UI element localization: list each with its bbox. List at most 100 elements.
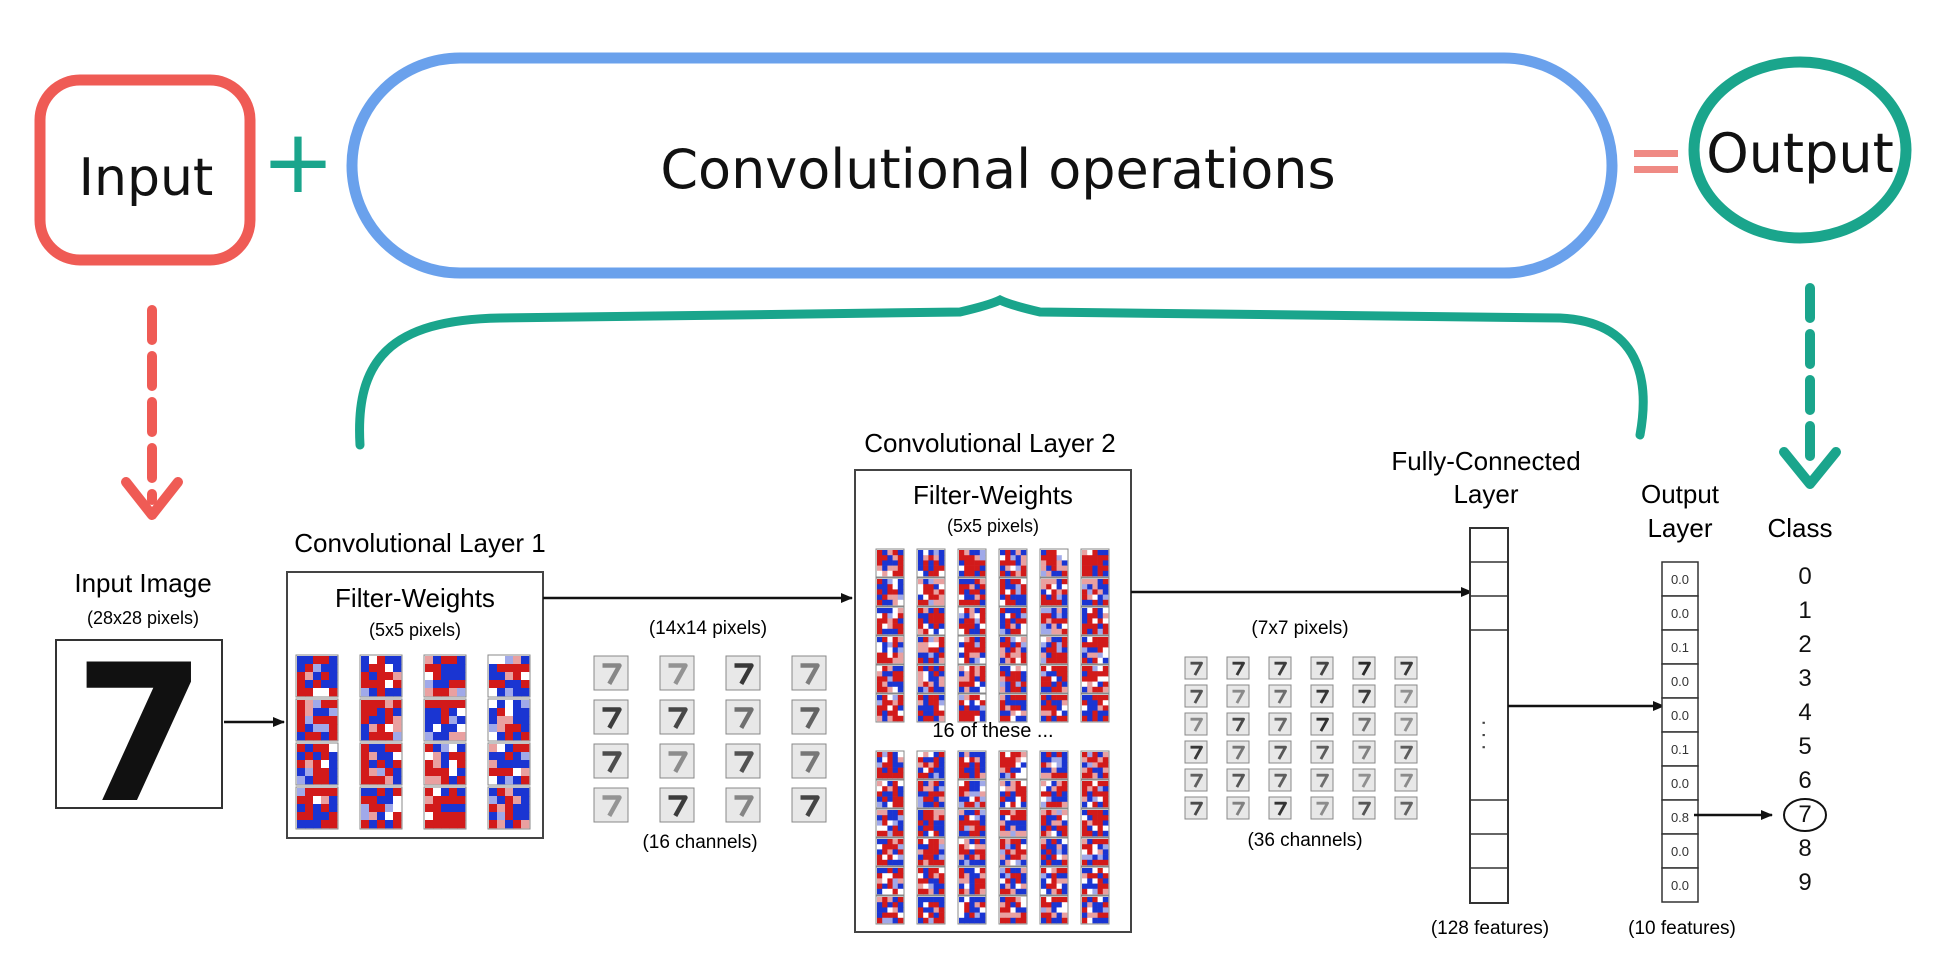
conv2-feature-map: [1352, 656, 1376, 680]
conv2-filter: [1080, 750, 1110, 780]
conv2-filter: [1039, 664, 1069, 694]
conv2-feature-map: [1394, 796, 1418, 820]
conv1-feature-map: [659, 787, 695, 823]
conv1-feature-map: [593, 699, 629, 735]
output-value: 0.0: [1671, 878, 1689, 893]
conv2-filter: [1080, 664, 1110, 694]
output-cell: [1661, 799, 1699, 835]
conv2-filter: [916, 779, 946, 809]
conv2-filter: [1039, 635, 1069, 665]
conv2-feature-map: [1184, 740, 1208, 764]
conv1-filter-size: (5x5 pixels): [369, 620, 461, 640]
output-value: 0.0: [1671, 674, 1689, 689]
conv1-feature-map: [791, 743, 827, 779]
conv-brace: [355, 294, 1648, 450]
conv1-out-size: (14x14 pixels): [649, 618, 767, 639]
conv2-filter: [916, 635, 946, 665]
conv2-feature-map: [1184, 656, 1208, 680]
conv2-feature-map: [1394, 684, 1418, 708]
predicted-class-circle: [1783, 798, 1827, 832]
conv2-filter: [875, 577, 905, 607]
conv2-filter: [916, 548, 946, 578]
conv2-feature-map: [1226, 656, 1250, 680]
conv1-filter: [295, 786, 339, 830]
fc-features: (128 features): [1431, 918, 1549, 939]
conv2-filter: [1080, 866, 1110, 896]
conv1-filter-title: Filter-Weights: [335, 583, 495, 613]
conv2-filter: [875, 866, 905, 896]
conv2-feature-map: [1226, 684, 1250, 708]
output-value-column: 0.00.00.10.00.00.10.00.80.00.0: [1661, 561, 1699, 903]
conv2-feature-map: [1310, 740, 1334, 764]
conv1-filter: [423, 698, 467, 742]
conv2-feature-map: [1226, 712, 1250, 736]
conv1-filter-grid: [295, 654, 531, 830]
conv2-filter: [998, 548, 1028, 578]
conv1-channels: (16 channels): [642, 832, 757, 853]
conv2-feature-map: [1352, 712, 1376, 736]
conv2-feature-map: [1226, 740, 1250, 764]
equals-sign: [1634, 150, 1678, 173]
conv2-filter: [957, 635, 987, 665]
conv2-filter: [916, 808, 946, 838]
conv2-filter: [957, 548, 987, 578]
fc-title-line2: Layer: [1453, 479, 1518, 509]
conv1-filter: [487, 698, 531, 742]
conv1-feature-map: [725, 787, 761, 823]
conv2-channels: (36 channels): [1247, 830, 1362, 851]
output-value: 0.0: [1671, 572, 1689, 587]
conv2-feature-map: [1268, 768, 1292, 792]
conv2-filter: [957, 895, 987, 925]
class-label: 2: [1798, 631, 1811, 658]
conv1-filter: [487, 786, 531, 830]
output-label: Output: [1706, 122, 1894, 185]
class-label: 4: [1798, 699, 1811, 726]
conv2-filter: [998, 808, 1028, 838]
conv2-filter: [957, 750, 987, 780]
conv2-filter: [998, 664, 1028, 694]
output-value: 0.8: [1671, 810, 1689, 825]
conv1-feature-map: [593, 655, 629, 691]
conv2-filter: [957, 664, 987, 694]
output-layer-features: (10 features): [1628, 918, 1736, 939]
fc-column-frame: [1469, 527, 1509, 904]
conv2-feature-map: [1310, 712, 1334, 736]
conv2-filter: [1039, 866, 1069, 896]
class-label: 6: [1798, 767, 1811, 794]
output-value: 0.1: [1671, 640, 1689, 655]
conv1-feature-map: [659, 743, 695, 779]
output-value: 0.0: [1671, 708, 1689, 723]
conv2-filter: [1080, 606, 1110, 636]
conv2-filter: [916, 693, 946, 723]
conv2-filter: [875, 606, 905, 636]
output-value: 0.1: [1671, 742, 1689, 757]
conv2-feature-map: [1352, 684, 1376, 708]
conv1-feature-map: [593, 787, 629, 823]
conv2-filter: [875, 895, 905, 925]
conv2-feature-map: [1226, 768, 1250, 792]
fc-feature-column: [1469, 527, 1509, 904]
conv2-filter: [875, 664, 905, 694]
conv2-filter: [1080, 837, 1110, 867]
conv1-filter: [359, 654, 403, 698]
conv1-filter: [359, 742, 403, 786]
fc-title-line1: Fully-Connected: [1391, 446, 1580, 476]
conv2-feature-map: [1352, 768, 1376, 792]
conv1-filter: [359, 698, 403, 742]
conv2-filter: [1039, 577, 1069, 607]
input-box: [34, 74, 256, 266]
conv1-feature-map: [725, 655, 761, 691]
conv1-filter: [487, 742, 531, 786]
conv2-filter: [1039, 606, 1069, 636]
conv1-feature-map: [791, 699, 827, 735]
conv2-filter: [998, 606, 1028, 636]
conv2-feature-map: [1268, 740, 1292, 764]
class-label: 5: [1798, 733, 1811, 760]
conv1-feature-map: [593, 743, 629, 779]
conv2-feature-map: [1394, 656, 1418, 680]
conv2-filter: [1080, 808, 1110, 838]
conv1-feature-map: [791, 655, 827, 691]
conv1-feature-map: [659, 655, 695, 691]
